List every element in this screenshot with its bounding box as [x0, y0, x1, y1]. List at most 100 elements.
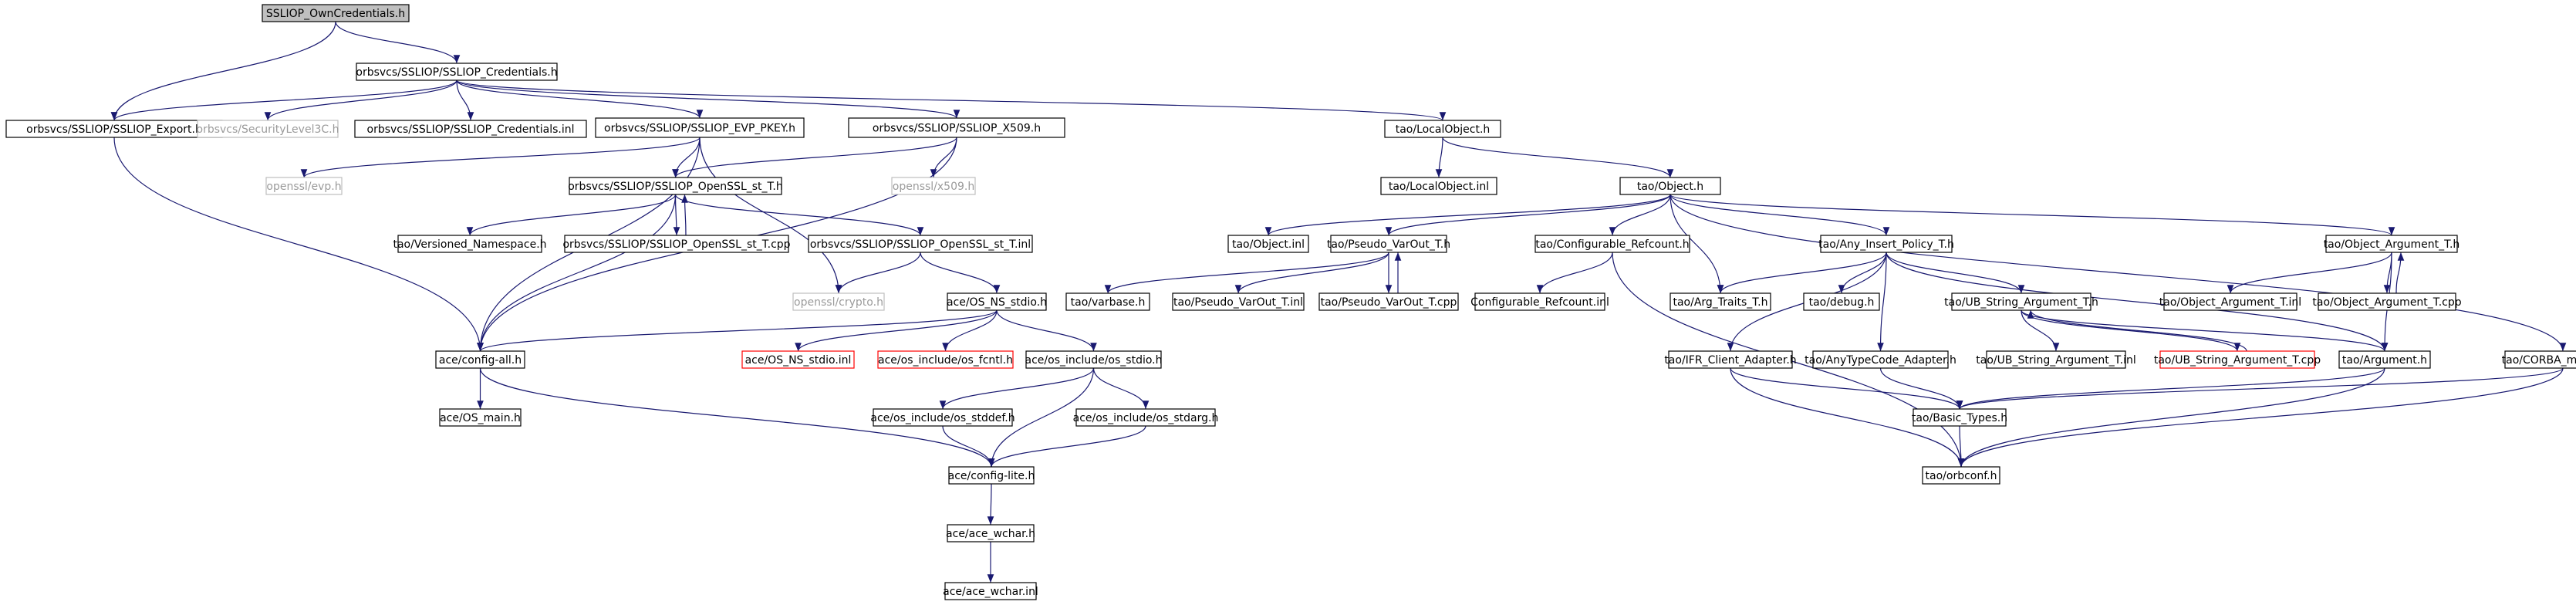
node-objarg[interactable]: tao/Object_Argument_T.h	[2324, 235, 2460, 253]
node-box	[354, 120, 587, 138]
node-label: tao/varbase.h	[1071, 296, 1146, 309]
node-pseudo[interactable]: tao/Pseudo_VarOut_T.h	[1327, 235, 1450, 253]
node-ubstrcpp[interactable]: tao/UB_String_Argument_T.cpp	[2154, 350, 2321, 369]
node-objargcpp[interactable]: tao/Object_Argument_T.cpp	[2312, 292, 2462, 311]
node-objinl[interactable]: tao/Object.inl	[1227, 235, 1309, 253]
node-box	[1075, 408, 1216, 427]
node-label: ace/OS_NS_stdio.h	[947, 296, 1047, 309]
edge-object-to-pseudo	[1385, 194, 1671, 236]
node-label: orbsvcs/SSLIOP/SSLIOP_Export.h	[26, 123, 202, 136]
node-label: ace/OS_main.h	[440, 412, 521, 424]
node-label: tao/debug.h	[1809, 296, 1875, 309]
node-ifr[interactable]: tao/IFR_Client_Adapter.h	[1664, 350, 1797, 369]
node-argument[interactable]: tao/Argument.h	[2338, 350, 2431, 369]
node-nsstdio[interactable]: ace/OS_NS_stdio.h	[947, 292, 1047, 311]
node-wcharinl[interactable]: ace/ace_wchar.inl	[943, 582, 1038, 600]
node-label: tao/UB_String_Argument_T.inl	[1976, 354, 2135, 367]
node-x509[interactable]: openssl/x509.h	[891, 177, 976, 195]
node-box	[595, 117, 805, 138]
node-debug[interactable]: tao/debug.h	[1803, 292, 1880, 311]
node-box	[1227, 235, 1309, 253]
node-root[interactable]: SSLIOP_OwnCredentials.h	[262, 4, 410, 22]
node-label: tao/LocalObject.inl	[1389, 181, 1489, 193]
edge-cred-to-seclev	[264, 79, 457, 121]
node-anyins[interactable]: tao/Any_Insert_Policy_T.h	[1818, 235, 1954, 253]
node-varbase[interactable]: tao/varbase.h	[1065, 292, 1150, 311]
node-wchar[interactable]: ace/ace_wchar.h	[946, 524, 1035, 542]
edge-anyins-to-anytc	[1877, 252, 1887, 352]
node-box	[947, 524, 1035, 542]
node-label: orbsvcs/SSLIOP/SSLIOP_Credentials.inl	[367, 123, 575, 136]
node-corbam[interactable]: tao/CORBA_methods.h	[2502, 350, 2576, 369]
node-credinl[interactable]: orbsvcs/SSLIOP/SSLIOP_Credentials.inl	[354, 120, 587, 138]
node-box	[439, 408, 522, 427]
node-fcntl[interactable]: ace/os_include/os_fcntl.h	[877, 350, 1014, 369]
node-box	[2325, 235, 2458, 253]
node-orbconf[interactable]: tao/orbconf.h	[1922, 466, 2000, 485]
node-label: tao/Pseudo_VarOut_T.h	[1327, 238, 1450, 251]
edge-x509h-to-x509	[930, 137, 957, 178]
node-stdarg[interactable]: ace/os_include/os_stdarg.h	[1073, 408, 1219, 427]
node-versioned[interactable]: tao/Versioned_Namespace.h	[393, 235, 547, 253]
edge-nsstdio-to-configall	[477, 309, 998, 352]
node-box	[2163, 292, 2297, 311]
node-label: ace/config-all.h	[439, 354, 522, 367]
edge-osstdio-to-configlite	[988, 367, 1095, 468]
node-label: tao/UB_String_Argument_T.h	[1944, 296, 2098, 309]
node-stcpp[interactable]: orbsvcs/SSLIOP/SSLIOP_OpenSSL_st_T.cpp	[562, 235, 791, 253]
node-confref[interactable]: tao/Configurable_Refcount.h	[1534, 235, 1690, 253]
edge-nsstdio-to-nsstdioinl	[795, 309, 998, 352]
edge-root-to-export	[110, 21, 336, 121]
node-stddef[interactable]: ace/os_include/os_stddef.h	[870, 408, 1015, 427]
node-label: tao/Object.h	[1637, 181, 1703, 193]
node-osmain[interactable]: ace/OS_main.h	[439, 408, 522, 427]
node-nsstdioinl[interactable]: ace/OS_NS_stdio.inl	[741, 350, 855, 369]
node-x509h[interactable]: orbsvcs/SSLIOP/SSLIOP_X509.h	[848, 117, 1065, 138]
edge-basic-to-orbconf	[1957, 425, 1965, 468]
node-objarginl[interactable]: tao/Object_Argument_T.inl	[2159, 292, 2301, 311]
edge-objarg-to-objarginl	[2227, 252, 2392, 294]
node-box	[1025, 350, 1162, 369]
node-opensslst[interactable]: orbsvcs/SSLIOP/SSLIOP_OpenSSL_st_T.h	[568, 177, 783, 195]
edge-cred-to-x509h	[456, 79, 961, 119]
node-ubstrinl[interactable]: tao/UB_String_Argument_T.inl	[1976, 350, 2136, 369]
node-box	[1384, 120, 1501, 138]
node-evp[interactable]: openssl/evp.h	[265, 177, 343, 195]
node-object[interactable]: tao/Object.h	[1619, 177, 1721, 195]
edge-evpkey-to-evp	[300, 137, 701, 178]
node-osstdio[interactable]: ace/os_include/os_stdio.h	[1025, 350, 1163, 369]
node-export[interactable]: orbsvcs/SSLIOP/SSLIOP_Export.h	[5, 120, 223, 138]
node-argtraits[interactable]: tao/Arg_Traits_T.h	[1670, 292, 1771, 311]
node-localobj[interactable]: tao/LocalObject.h	[1384, 120, 1501, 138]
edge-opensslst-to-versioned	[466, 194, 677, 236]
edge-anyins-to-debug	[1838, 252, 1887, 294]
edge-stinl-to-nsstdio	[920, 252, 1001, 294]
node-crypto[interactable]: openssl/crypto.h	[792, 292, 885, 311]
node-box	[435, 350, 525, 369]
edge-stinl-to-crypto	[835, 252, 921, 294]
node-box	[1474, 292, 1605, 311]
node-label: tao/Object.inl	[1232, 238, 1305, 251]
node-label: openssl/x509.h	[893, 181, 974, 193]
node-basic[interactable]: tao/Basic_Types.h	[1912, 408, 2007, 427]
node-seclev[interactable]: orbsvcs/SecurityLevel3C.h	[197, 120, 339, 138]
node-box	[1812, 350, 1949, 369]
node-evpkey[interactable]: orbsvcs/SSLIOP/SSLIOP_EVP_PKEY.h	[595, 117, 805, 138]
node-localinl[interactable]: tao/LocalObject.inl	[1380, 177, 1497, 195]
edge-localobj-to-object	[1442, 137, 1674, 178]
edge-confref-to-confrefinl	[1536, 252, 1613, 294]
node-confrefinl[interactable]: Configurable_Refcount.inl	[1470, 292, 1609, 311]
node-anytc[interactable]: tao/AnyTypeCode_Adapter.h	[1805, 350, 1956, 369]
node-stinl[interactable]: orbsvcs/SSLIOP/SSLIOP_OpenSSL_st_T.inl	[808, 235, 1033, 253]
node-configall[interactable]: ace/config-all.h	[435, 350, 525, 369]
node-pseudocpp[interactable]: tao/Pseudo_VarOut_T.cpp	[1318, 292, 1459, 311]
node-box	[948, 466, 1035, 485]
node-ubstr[interactable]: tao/UB_String_Argument_T.h	[1944, 292, 2098, 311]
edge-stddef-to-configlite	[942, 425, 995, 468]
node-pseudoinl[interactable]: tao/Pseudo_VarOut_T.inl	[1172, 292, 1305, 311]
node-label: tao/orbconf.h	[1926, 470, 1997, 482]
edge-ubstr-to-argument	[2021, 309, 2389, 352]
node-cred[interactable]: orbsvcs/SSLIOP/SSLIOP_Credentials.h	[356, 63, 558, 81]
node-configlite[interactable]: ace/config-lite.h	[948, 466, 1035, 485]
